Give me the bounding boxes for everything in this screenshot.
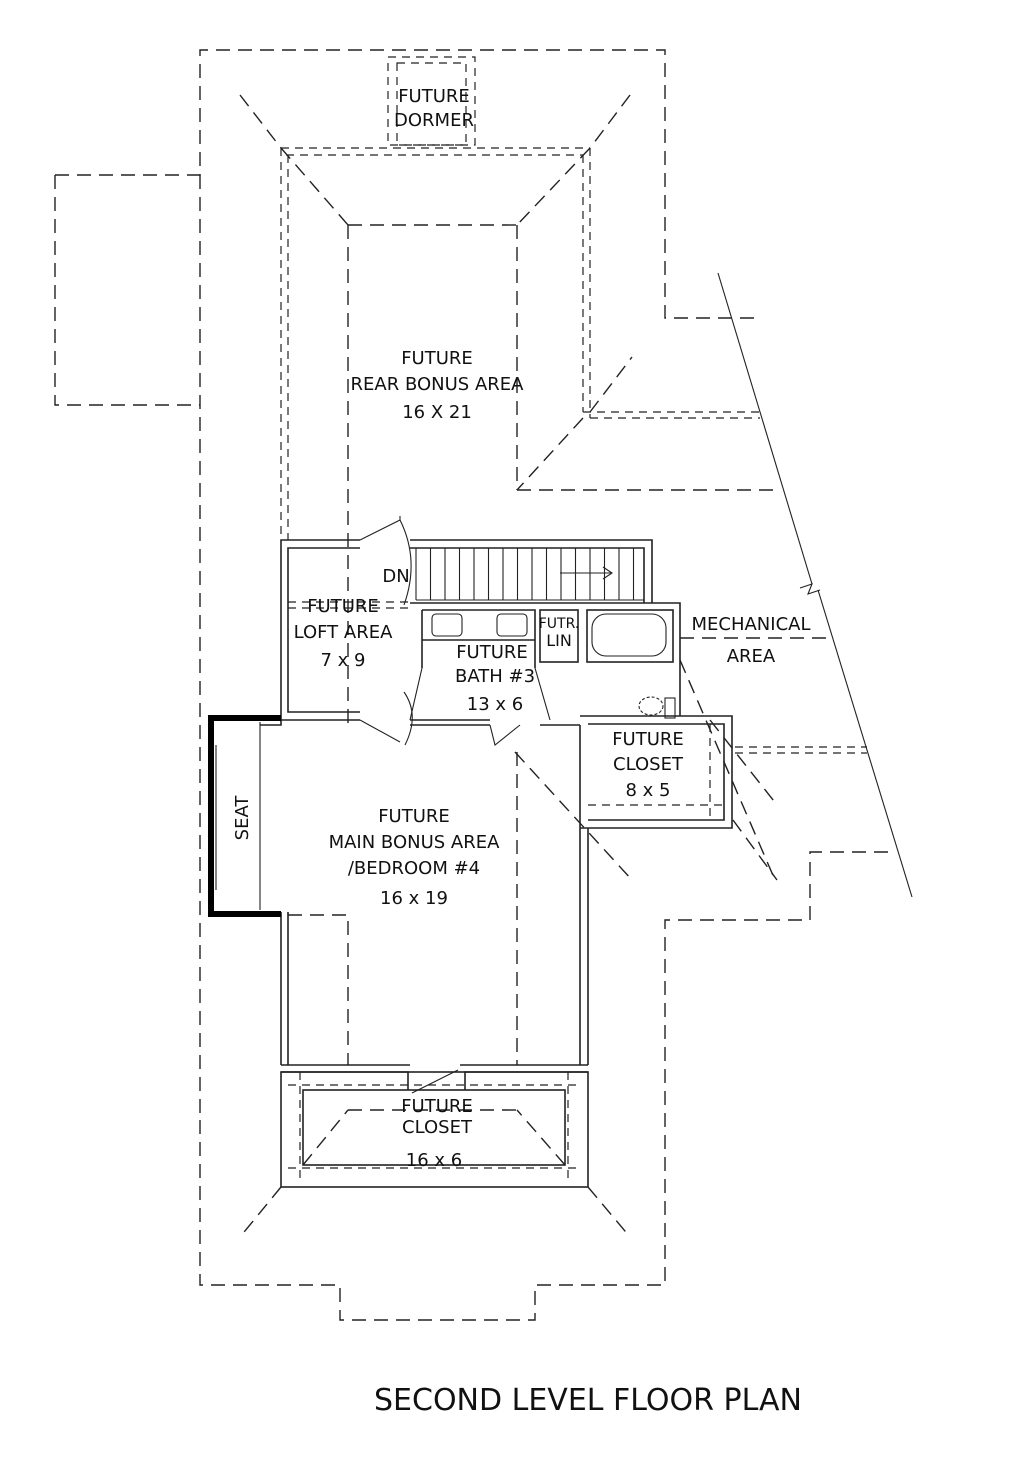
plan-title: SECOND LEVEL FLOOR PLAN — [374, 1383, 802, 1418]
loft-size: 7 x 9 — [321, 650, 366, 671]
closet-large-size: 16 x 6 — [406, 1150, 462, 1171]
linen-label-line1: FUTR. — [539, 616, 580, 632]
rear-bonus-label-line2: REAR BONUS AREA — [351, 374, 525, 395]
seat-label: SEAT — [232, 795, 253, 841]
future-closet-large: FUTURE CLOSET 16 x 6 — [239, 1064, 631, 1238]
rear-bonus-size: 16 X 21 — [402, 402, 472, 423]
closet-large-label-line2: CLOSET — [402, 1117, 473, 1138]
bath-label-line2: BATH #3 — [455, 666, 535, 687]
closet-large-label-line1: FUTURE — [401, 1096, 473, 1117]
loft-label-line1: FUTURE — [307, 596, 379, 617]
future-closet-small: FUTURE CLOSET 8 x 5 — [514, 715, 733, 881]
bath-size: 13 x 6 — [467, 694, 523, 715]
rear-bonus-label-line1: FUTURE — [401, 348, 473, 369]
rear-bonus-area: FUTURE REAR BONUS AREA 16 X 21 — [239, 94, 780, 725]
future-loft-area: FUTURE LOFT AREA 7 x 9 — [280, 516, 413, 746]
linen-label-line2: LIN — [546, 631, 572, 650]
dormer-label-line1: FUTURE — [398, 86, 470, 107]
closet-small-label-line2: CLOSET — [613, 754, 684, 775]
stair-down: DN — [382, 539, 653, 603]
main-bonus-label-line3: /BEDROOM #4 — [348, 858, 480, 879]
break-line-wall — [717, 272, 913, 898]
closet-small-size: 8 x 5 — [626, 780, 671, 801]
future-bath-3: FUTURE BATH #3 13 x 6 FUTR. LIN — [409, 602, 681, 721]
dormer-label-line2: DORMER — [394, 110, 474, 131]
mechanical-label-line2: AREA — [727, 646, 776, 667]
bath-label-line1: FUTURE — [456, 642, 528, 663]
roof-outline — [54, 49, 895, 1321]
future-main-bonus-area: FUTURE MAIN BONUS AREA /BEDROOM #4 16 x … — [260, 719, 589, 1065]
main-bonus-label-line2: MAIN BONUS AREA — [329, 832, 501, 853]
window-seat: SEAT — [208, 715, 281, 917]
future-dormer: FUTURE DORMER — [387, 56, 476, 146]
stair-dn-label: DN — [382, 566, 409, 587]
closet-small-label-line1: FUTURE — [612, 729, 684, 750]
mechanical-area: MECHANICAL AREA — [679, 614, 867, 881]
loft-label-line2: LOFT AREA — [294, 622, 394, 643]
main-bonus-label-line1: FUTURE — [378, 806, 450, 827]
mechanical-label-line1: MECHANICAL — [691, 614, 810, 635]
main-bonus-size: 16 x 19 — [380, 888, 448, 909]
